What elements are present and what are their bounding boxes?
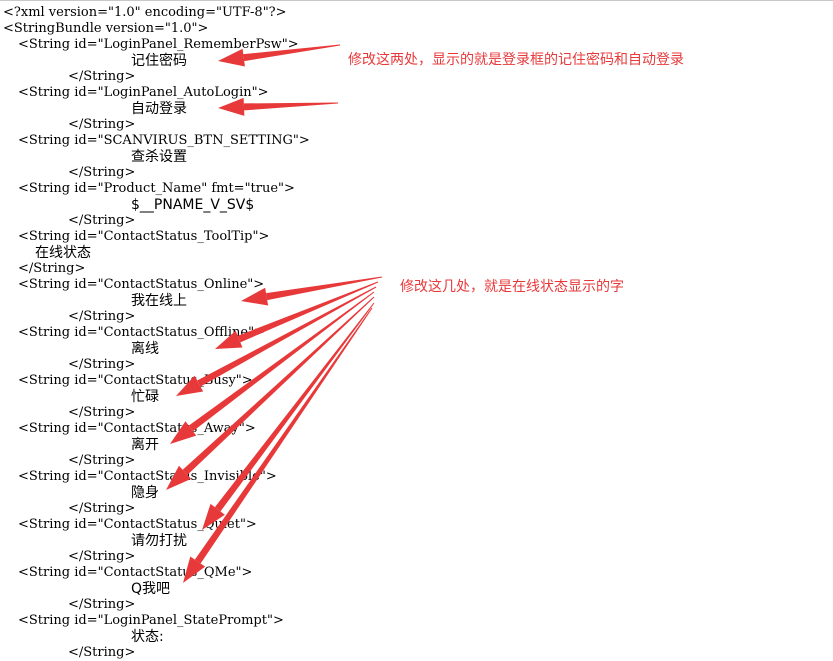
- arrow-shaft: [243, 102, 339, 111]
- arrow-shaft: [266, 276, 383, 301]
- arrow-head: [202, 503, 225, 530]
- arrow-shaft: [243, 44, 341, 62]
- code-line: <StringBundle version="1.0">: [3, 21, 209, 36]
- window-top-border: [0, 0, 833, 1]
- arrow-head: [170, 421, 197, 444]
- arrow-shaft: [194, 307, 373, 564]
- code-line: <?xml version="1.0" encoding="UTF-8"?>: [3, 5, 287, 20]
- annotation-remember-autologin: 修改这两处，显示的就是登录框的记住密码和自动登录: [348, 52, 684, 68]
- annotation-status-text: 修改这几处，就是在线状态显示的字: [400, 279, 624, 295]
- arrow-head: [218, 97, 245, 116]
- arrow-head: [215, 330, 243, 349]
- arrow-shaft: [197, 286, 377, 387]
- arrow-shaft: [188, 291, 375, 432]
- arrow-shaft: [237, 281, 379, 343]
- arrow-head: [166, 465, 192, 490]
- arrow-head: [241, 287, 269, 306]
- arrow-shaft: [182, 296, 375, 475]
- arrow-head: [183, 556, 206, 583]
- arrow-head: [176, 375, 204, 396]
- arrow-head: [218, 48, 245, 67]
- arrow-shaft: [214, 302, 375, 512]
